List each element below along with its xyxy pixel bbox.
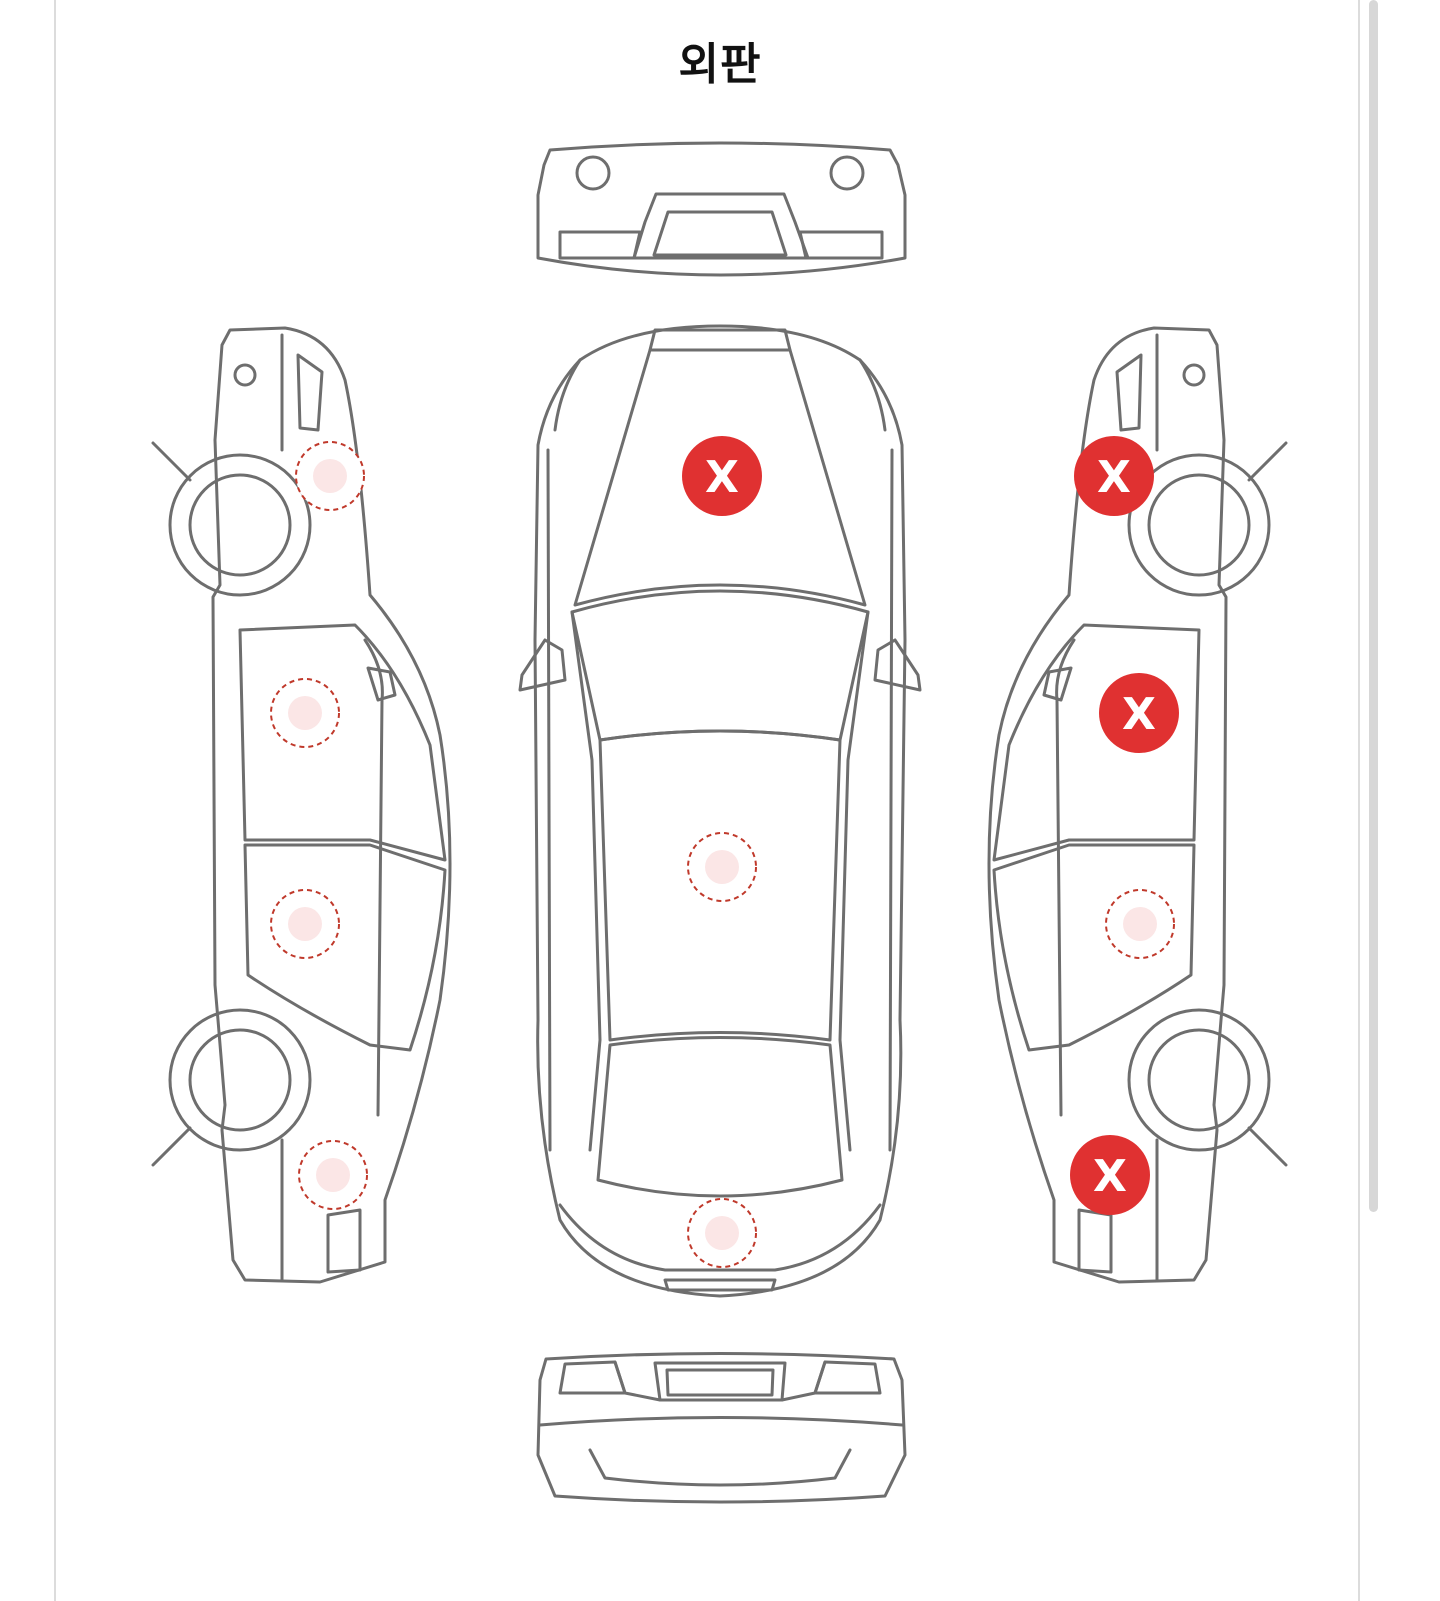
marker-trunk-lid[interactable] [687,1198,757,1268]
marker-right-rear-quarter-x[interactable]: X [1070,1135,1150,1215]
marker-roof[interactable] [687,832,757,902]
marker-right-rear-door[interactable] [1105,889,1175,959]
rear-bumper-view [536,1352,907,1504]
marker-left-rear-quarter[interactable] [298,1140,368,1210]
left-side-view [151,326,452,1284]
front-bumper-view [536,141,907,277]
marker-hood-label: X [705,452,739,503]
marker-right-rear-quarter-label: X [1093,1151,1127,1202]
top-view-car [518,324,922,1298]
marker-left-front-fender[interactable] [295,441,365,511]
scrollbar-thumb[interactable] [1369,0,1378,1212]
marker-left-front-door[interactable] [270,678,340,748]
right-side-view [987,326,1288,1284]
content-panel [54,0,1360,1601]
marker-right-front-fender-x[interactable]: X [1074,436,1154,516]
marker-left-rear-door[interactable] [270,889,340,959]
marker-right-front-door-label: X [1122,689,1156,740]
marker-hood-x[interactable]: X [682,436,762,516]
marker-right-front-fender-label: X [1097,452,1131,503]
marker-right-front-door-x[interactable]: X [1099,673,1179,753]
section-title: 외판 [678,39,762,90]
